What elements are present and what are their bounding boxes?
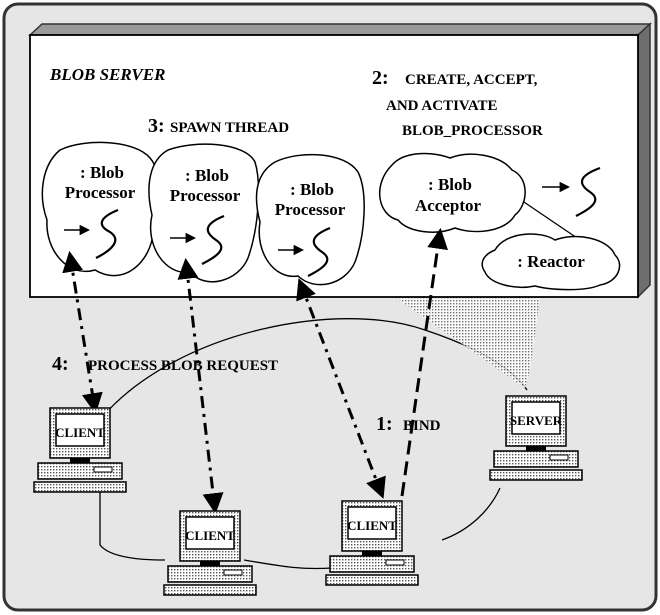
arrow-processor3-client-bottom-right [296, 278, 386, 499]
reactor-label: : Reactor [517, 252, 585, 271]
step-4-num: 4: [52, 353, 69, 375]
step-3-num: 3: [148, 115, 165, 137]
thread-icon [278, 226, 331, 277]
step-2-line2: AND ACTIVATE [386, 98, 498, 114]
step-2-line1: CREATE, ACCEPT, [405, 72, 538, 88]
blob-processor-2: : Blob Processor [148, 143, 260, 283]
step-4-text: PROCESS BLOB REQUEST [88, 358, 278, 374]
acceptor-reactor-link [517, 197, 581, 241]
blob-acceptor: : Blob Acceptor [378, 152, 526, 233]
blob-processor-2-line2: Processor [170, 186, 241, 205]
step-1-num: 1: [376, 413, 393, 435]
blob-processor-2-line1: : Blob [185, 166, 229, 185]
step-2-line3: BLOB_PROCESSOR [402, 123, 543, 139]
blob-acceptor-line1: : Blob [428, 175, 472, 194]
client-bottom-left-label: CLIENT [185, 528, 235, 543]
blob-acceptor-line2: Acceptor [415, 196, 482, 215]
blob-processor-3-line1: : Blob [290, 180, 334, 199]
reactor: : Reactor [481, 233, 621, 291]
step-1-text: BIND [403, 418, 441, 434]
blob-processor-1-line2: Processor [65, 183, 136, 202]
arrow-client-to-acceptor [400, 227, 448, 497]
step-1-label: 1: BIND [376, 413, 441, 435]
step-2-label: 2: CREATE, ACCEPT, AND ACTIVATE BLOB_PRO… [372, 67, 543, 139]
request-arrows [62, 250, 386, 515]
client-bottom-right-computer: CLIENT [325, 500, 419, 586]
client-left-label: CLIENT [55, 425, 105, 440]
blob-processor-3-line2: Processor [275, 200, 346, 219]
thread-icon [64, 208, 119, 259]
projection-shadow [395, 297, 540, 388]
client-bottom-left-computer: CLIENT [163, 510, 257, 596]
blob-processor-3: : Blob Processor [255, 153, 365, 286]
arrow-processor2-client-bottom-left [177, 257, 224, 515]
server-box-title: BLOB SERVER [49, 65, 165, 84]
server-box-depth [28, 23, 652, 36]
step-4-label: 4: PROCESS BLOB REQUEST [52, 353, 278, 375]
step-2-num: 2: [372, 67, 389, 89]
step-3-text: SPAWN THREAD [170, 120, 289, 136]
blob-processor-1: : Blob Processor [41, 141, 161, 277]
server-computer: SERVER [489, 395, 583, 481]
step-3-label: 3: SPAWN THREAD [148, 115, 289, 137]
thread-icon [170, 214, 225, 265]
client-left-computer: CLIENT [33, 407, 127, 493]
client-bottom-right-label: CLIENT [347, 518, 397, 533]
server-label: SERVER [510, 413, 563, 428]
reactor-thread-icon [542, 166, 601, 217]
blob-processor-1-line1: : Blob [80, 163, 124, 182]
server-box-depth-right [637, 22, 651, 299]
